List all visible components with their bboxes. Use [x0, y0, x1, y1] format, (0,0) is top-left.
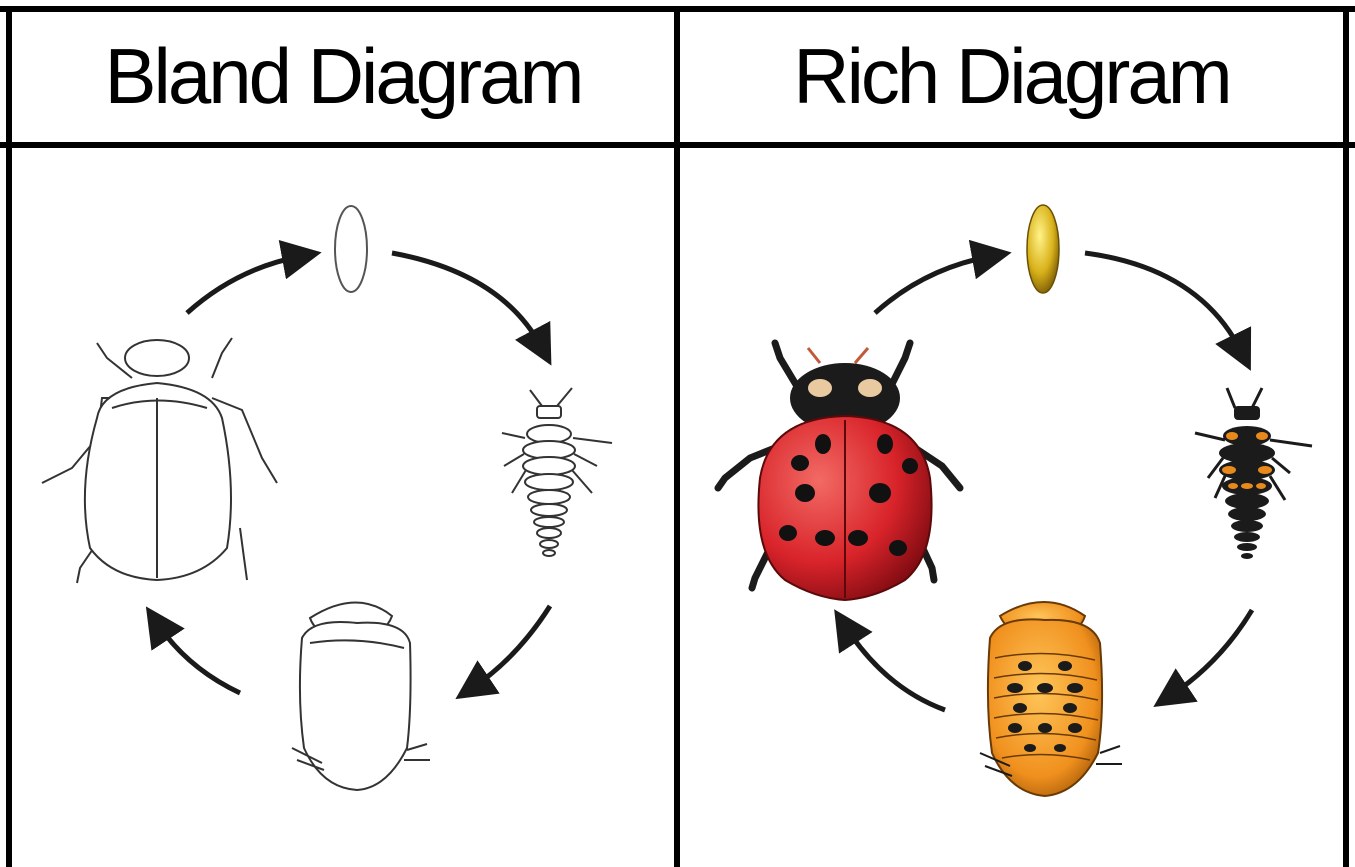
header-left: Bland Diagram [12, 10, 674, 142]
egg-icon [1027, 205, 1059, 293]
bland-diagram [12, 148, 674, 867]
cycle-arrow-icon [472, 606, 550, 688]
cycle-arrow-icon [1085, 253, 1242, 353]
header-right: Rich Diagram [680, 10, 1343, 142]
ladybug-icon [718, 343, 960, 600]
larva-icon [1195, 388, 1312, 559]
header-right-title: Rich Diagram [793, 31, 1229, 122]
cycle-arrow-icon [845, 626, 945, 710]
header-left-title: Bland Diagram [105, 31, 582, 122]
cycle-arrow-icon [157, 623, 240, 693]
rich-diagram-panel [680, 148, 1343, 867]
cycle-arrow-icon [1170, 610, 1252, 696]
rich-diagram [680, 148, 1343, 867]
beetle-icon [42, 338, 277, 583]
larva-icon [502, 388, 612, 556]
cycle-arrow-icon [187, 256, 302, 313]
bland-diagram-panel [12, 148, 674, 867]
cycle-arrow-icon [392, 253, 542, 348]
pupa-icon [980, 602, 1122, 796]
pupa-icon [292, 602, 430, 790]
right-border [1343, 6, 1349, 867]
egg-icon [335, 206, 367, 292]
cycle-arrow-icon [875, 256, 992, 313]
